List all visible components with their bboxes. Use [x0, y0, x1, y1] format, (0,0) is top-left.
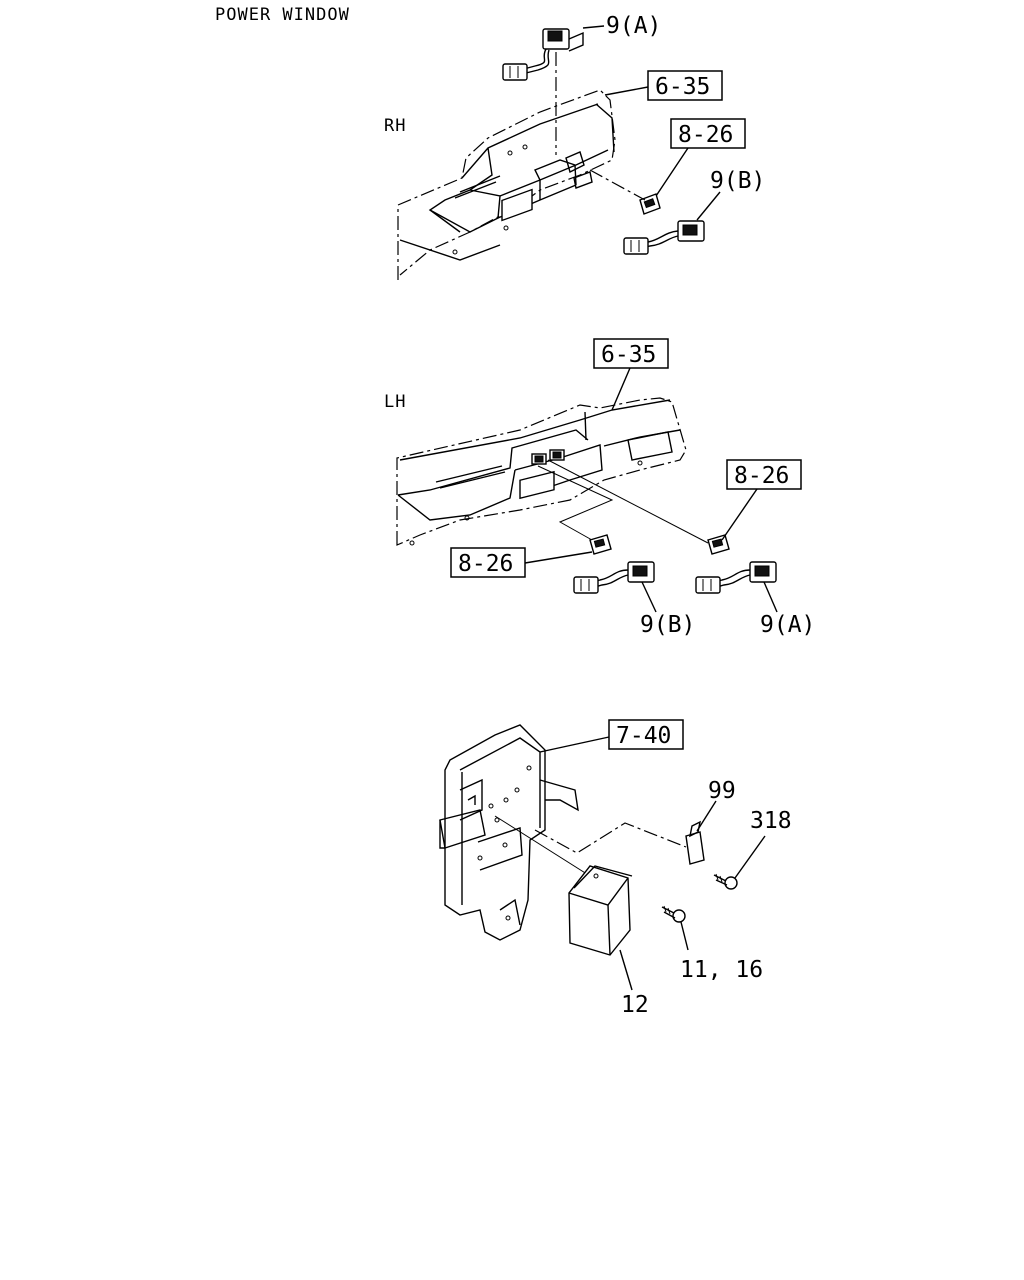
screws-11-16-label: 11, 16 — [680, 957, 763, 983]
diagram-title: POWER WINDOW — [215, 5, 350, 25]
lh-bezel-left-ref: 8-26 — [458, 551, 513, 577]
lh-switch-b-drawing — [573, 561, 655, 594]
rh-side-label: RH — [384, 116, 406, 136]
rh-panel-ref-box — [647, 70, 723, 101]
rh-section: RH 9(A) — [384, 13, 765, 280]
rh-panel-ref: 6-35 — [655, 74, 710, 100]
rh-switch-a-label: 9(A) — [606, 13, 661, 39]
rh-panel-ref-leader — [604, 86, 649, 96]
lh-side-label: LH — [384, 392, 406, 412]
bracket-drawing — [439, 724, 579, 941]
screw-318-label: 318 — [750, 808, 792, 834]
lh-switch-a-label: 9(A) — [760, 612, 815, 638]
lh-panel-ref: 6-35 — [601, 342, 656, 368]
lh-switch-b-label: 9(B) — [640, 612, 695, 638]
screw-11-16-drawing — [661, 905, 686, 923]
rh-switch-a-drawing — [502, 28, 584, 81]
relay-12-drawing — [568, 865, 633, 956]
relay-section: 7-40 — [439, 719, 792, 1018]
lh-bezel-right-ref: 8-26 — [734, 463, 789, 489]
relay-bracket-ref: 7-40 — [616, 723, 671, 749]
lh-bezel-left-ref-box — [450, 547, 526, 578]
lh-section: LH 6-35 — [384, 338, 815, 638]
rh-instrument-panel-drawing — [397, 89, 616, 280]
lh-switch-a-drawing — [695, 561, 777, 594]
lh-instrument-panel-drawing — [396, 397, 687, 546]
lh-panel-ref-box — [593, 338, 669, 369]
relay-bracket-ref-box — [608, 719, 684, 750]
connector-99-drawing — [685, 820, 705, 865]
rh-bezel-ref-box — [670, 118, 746, 149]
rh-bezel-ref: 8-26 — [678, 122, 733, 148]
rh-switch-b-label: 9(B) — [710, 168, 765, 194]
rh-switch-a-leader — [582, 25, 605, 29]
relay-12-label: 12 — [621, 992, 649, 1018]
screw-318-drawing — [713, 873, 738, 890]
rh-switch-b-drawing — [623, 220, 705, 255]
lh-bezel-right-ref-box — [726, 459, 802, 490]
connector-99-label: 99 — [708, 778, 736, 804]
